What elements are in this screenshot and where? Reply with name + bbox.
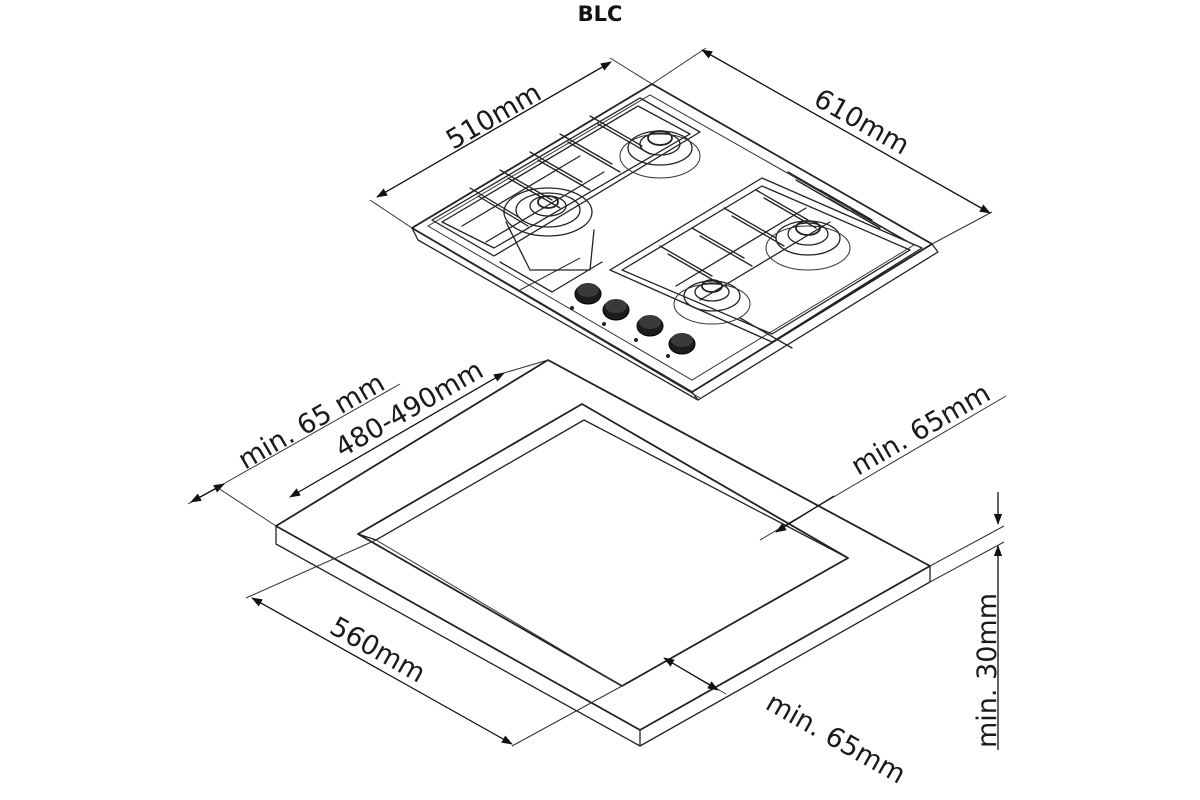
- back-clearance-label: min. 65mm: [761, 687, 911, 790]
- cutout-depth-line: [289, 372, 505, 498]
- cutout-width-line: [251, 597, 513, 745]
- back-clearance-line: [663, 657, 719, 691]
- side-clearance-line: [775, 495, 835, 533]
- hob-depth-label: 510mm: [441, 77, 547, 156]
- thickness-label: min. 30mm: [972, 593, 1003, 748]
- cutout-dimensions: min. 65 mm 480-490mm min. 65mm 560mm min…: [187, 355, 1007, 790]
- burner-right: [765, 220, 851, 271]
- knob-4: [666, 333, 696, 358]
- cutout-hole: [357, 403, 849, 687]
- control-knobs: [570, 283, 696, 358]
- burner-rear: [619, 130, 701, 179]
- hob-dimensions: 510mm 610mm: [369, 47, 993, 245]
- front-clearance-line: [190, 483, 225, 503]
- diagram-title: BLC: [577, 2, 623, 26]
- burner-large: [503, 187, 595, 271]
- side-clearance-label: min. 65mm: [846, 378, 996, 482]
- knob-1: [570, 283, 602, 310]
- knob-3: [634, 315, 664, 342]
- cutout-width-label: 560mm: [325, 611, 431, 689]
- hob-width-label: 610mm: [809, 83, 915, 161]
- hob-width-dimension-line: [701, 49, 991, 214]
- burner-front: [673, 279, 751, 325]
- hob-depth-dimension-line: [376, 61, 612, 198]
- knob-2: [602, 299, 630, 326]
